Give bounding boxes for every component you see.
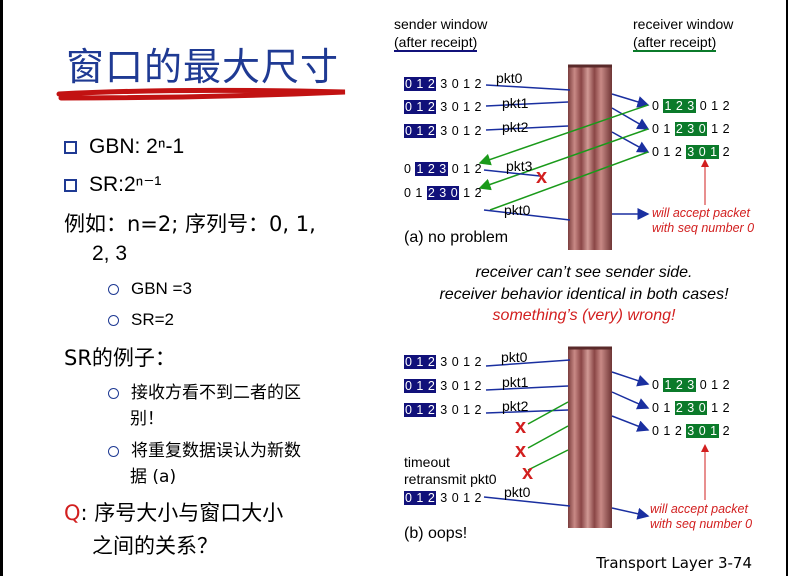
note-line-2: receiver behavior identical in both case… xyxy=(439,286,729,303)
receiver-seq-row: 0 1 2 3 0 1 2 xyxy=(652,424,731,438)
pkt2-label: pkt2 xyxy=(502,398,529,414)
slide-border-right xyxy=(786,0,788,576)
sender-seq-row: 0 1 2 3 0 1 2 xyxy=(404,491,483,505)
sender-seq-row: 0 1 2 3 0 1 2 xyxy=(404,355,483,369)
pkt2-label: pkt2 xyxy=(502,119,529,135)
example-line-2: 2, 3 xyxy=(92,242,128,265)
receiver-window-subheader: (after receipt) xyxy=(633,34,717,52)
sub-bullet-indistinguishable-cont: 别！ xyxy=(130,409,164,429)
sub-bullet-sr: SR=2 xyxy=(108,310,174,330)
receiver-window-header: receiver window xyxy=(633,16,734,32)
curtain-icon xyxy=(568,64,612,250)
pkt0-label: pkt0 xyxy=(504,202,531,218)
sender-seq-row: 0 1 2 3 0 1 2 xyxy=(404,100,483,114)
pkt3-label: pkt3 xyxy=(506,158,533,174)
sender-seq-row: 0 1 2 3 0 1 2 xyxy=(404,77,483,91)
sender-seq-row: 0 1 2 3 0 1 2 xyxy=(404,403,483,417)
sender-window-subheader: (after receipt) xyxy=(394,34,478,52)
circle-bullet-icon xyxy=(108,445,119,457)
receiver-seq-row: 0 1 2 3 0 1 2 xyxy=(652,99,731,113)
question-line-1: Q: 序号大小与窗口大小 xyxy=(64,501,284,525)
caption-no-problem: (a) no problem xyxy=(404,229,509,246)
receiver-seq-row: 0 1 2 3 0 1 2 xyxy=(652,145,731,159)
receiver-seq-row: 0 1 2 3 0 1 2 xyxy=(652,378,731,392)
example-line-1: 例如：n=2; 序列号：0, 1, xyxy=(64,212,316,236)
loss-x-icon: x xyxy=(515,416,527,438)
bullet-gbn: GBN: 2ⁿ-1 xyxy=(64,135,184,159)
sender-seq-row: 0 1 2 3 0 1 2 xyxy=(404,162,483,176)
pkt0-label: pkt0 xyxy=(504,484,531,500)
caption-oops: (b) oops! xyxy=(404,525,468,542)
question-line-2: 之间的关系？ xyxy=(92,534,218,558)
loss-x-icon: x xyxy=(536,166,548,188)
sub-bullet-gbn: GBN =3 xyxy=(108,279,192,299)
pkt1-label: pkt1 xyxy=(502,95,529,111)
sub-bullet-indistinguishable: 接收方看不到二者的区 xyxy=(108,378,301,403)
sub-bullet-duplicate: 将重复数据误认为新数 xyxy=(108,436,301,461)
square-bullet-icon xyxy=(64,178,77,192)
loss-x-icon: x xyxy=(515,440,527,462)
circle-bullet-icon xyxy=(108,387,119,399)
slide-title: 窗口的最大尺寸 xyxy=(66,45,340,89)
circle-bullet-icon xyxy=(108,315,119,327)
note-line-3: something’s (very) wrong! xyxy=(492,307,676,324)
note-line-1: receiver can’t see sender side. xyxy=(475,264,693,281)
curtain-icon xyxy=(568,346,612,528)
pkt1-label: pkt1 xyxy=(502,374,529,390)
circle-bullet-icon xyxy=(108,284,119,296)
receiver-seq-row: 0 1 2 3 0 1 2 xyxy=(652,401,731,415)
pkt0-label: pkt0 xyxy=(501,349,528,365)
diagram-graphics xyxy=(478,64,709,528)
retransmit-label: retransmit pkt0 xyxy=(404,471,497,487)
receiver-seq-row: 0 1 2 3 0 1 2 xyxy=(652,122,731,136)
sender-window-header: sender window xyxy=(394,16,488,32)
sender-seq-row: 0 1 2 3 0 1 2 xyxy=(404,379,483,393)
square-bullet-icon xyxy=(64,140,77,154)
sr-example-heading: SR的例子： xyxy=(64,346,176,370)
slide-footer: Transport Layer 3-74 xyxy=(596,554,752,572)
slide-border-left xyxy=(0,0,3,576)
pkt0-label: pkt0 xyxy=(496,70,523,86)
bullet-sr: SR:2ⁿ⁻¹ xyxy=(64,172,161,197)
sender-seq-row: 0 1 2 3 0 1 2 xyxy=(404,186,483,200)
sender-seq-row: 0 1 2 3 0 1 2 xyxy=(404,124,483,138)
timeout-label: timeout xyxy=(404,454,450,470)
loss-x-icon: x xyxy=(522,462,534,484)
title-underline xyxy=(56,87,346,101)
sub-bullet-duplicate-cont: 据 (a) xyxy=(130,467,177,487)
